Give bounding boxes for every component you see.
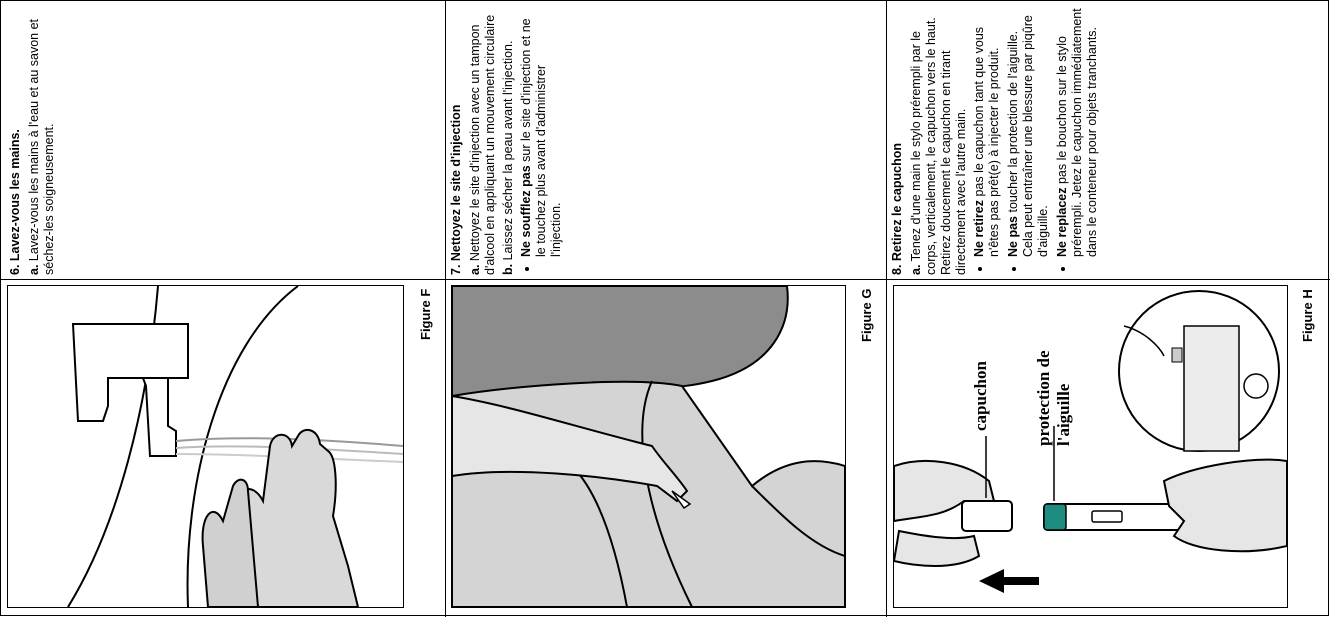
row-divider [0,279,1330,280]
figure-f-label: Figure F [418,288,433,340]
list-item: Ne soufflez pas sur le site d'injection … [519,10,564,257]
step-6-title: 6. Lavez-vous les mains. [8,129,22,275]
figure-g-illustration [451,285,846,608]
hand-washing-illustration [67,286,403,607]
step-6-text: 6. Lavez-vous les mains. a. Lavez-vous l… [8,10,60,275]
step-8-bullets: Ne retirez pas le capuchon tant que vous… [972,5,1100,275]
figure-h-label: Figure H [1300,289,1315,342]
step-7-para-b: b. Laissez sécher la peau avant l'inject… [501,40,515,275]
step-7-title: 7. Nettoyez le site d'injection [449,104,463,275]
needle-guard-callout-line-1: protection de [1034,350,1053,446]
step-7-para-a: a. Nettoyez le site d'injection avec un … [468,14,497,275]
step-8-title: 8. Retirez le capuchon [890,143,904,275]
step-7-text: 7. Nettoyez le site d'injection a. Netto… [449,10,568,275]
list-item: Ne retirez pas le capuchon tant que vous… [972,5,1002,257]
figure-f-illustration [7,285,404,608]
step-7-bullets: Ne soufflez pas sur le site d'injection … [519,10,564,275]
cap-callout: capuchon [971,361,990,431]
list-item: Ne pas toucher la protection de l'aiguil… [1006,5,1051,257]
needle-guard-callout-line-2: l'aiguille [1054,383,1073,446]
skin-cleaning-illustration [452,286,845,607]
column-divider [445,0,446,617]
step-8-text: 8. Retirez le capuchon a. Tenez d'une ma… [890,5,1104,275]
figure-h-illustration: capuchon protection de l'aiguille [893,285,1288,608]
list-item: Ne replacez pas le bouchon sur le stylo … [1055,5,1100,257]
column-divider [886,0,887,617]
step-6-para-a: a. Lavez-vous les mains à l'eau et au sa… [27,18,56,275]
figure-g-label: Figure G [859,288,874,342]
step-8-para-a: a. Tenez d'une main le stylo prérempli p… [909,17,968,275]
pen-cap-removal-illustration: capuchon protection de l'aiguille [894,290,1287,593]
